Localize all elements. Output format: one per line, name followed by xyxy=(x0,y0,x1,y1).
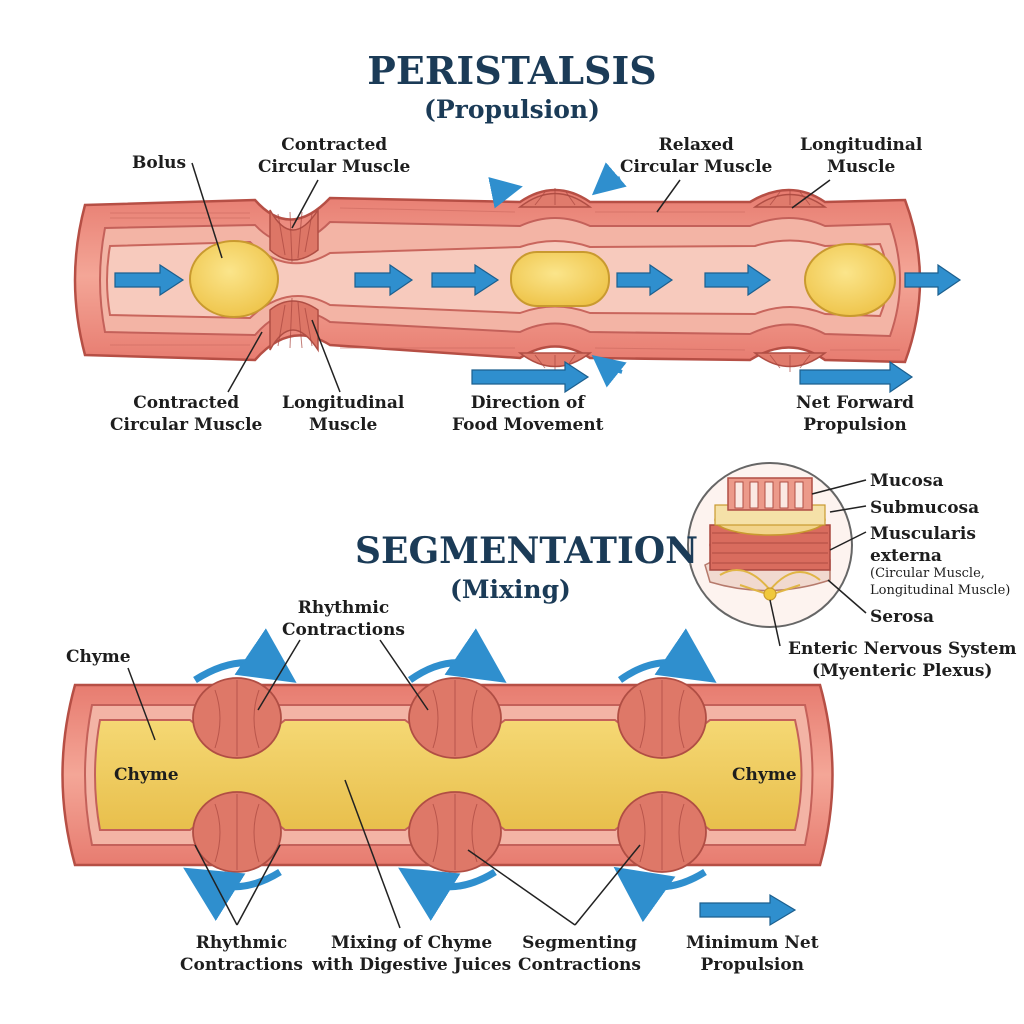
label-chyme-left: Chyme xyxy=(114,765,179,785)
label-chyme-top: Chyme xyxy=(66,647,131,667)
minimum-net-arrow xyxy=(699,893,797,927)
segmentation-subtitle: (Mixing) xyxy=(450,575,571,604)
label-submucosa: Submucosa xyxy=(870,498,980,518)
label-bolus: Bolus xyxy=(132,153,187,173)
segmentation-title: SEGMENTATION xyxy=(355,530,699,572)
label-muscularis: Muscularis externa xyxy=(870,524,976,566)
segmentation-leader-lines xyxy=(127,639,641,929)
bolus-1 xyxy=(189,240,279,318)
label-minimum-net: Minimum Net Propulsion xyxy=(686,933,819,975)
peristalsis-tube xyxy=(73,162,962,394)
label-serosa: Serosa xyxy=(870,607,934,627)
label-segmenting: Segmenting Contractions xyxy=(518,933,641,975)
label-longitudinal-bottom: Longitudinal Muscle xyxy=(282,393,405,435)
segmentation-tube xyxy=(61,628,834,929)
label-muscularis-detail: (Circular Muscle, Longitudinal Muscle) xyxy=(870,566,1011,598)
peristalsis-title: PERISTALSIS xyxy=(367,48,657,93)
label-mixing: Mixing of Chyme with Digestive Juices xyxy=(312,933,512,975)
label-contracted-circular-bottom: Contracted Circular Muscle xyxy=(110,393,263,435)
label-longitudinal-top: Longitudinal Muscle xyxy=(800,135,923,177)
segmentation-bulb-striations xyxy=(214,680,685,870)
label-contracted-circular-top: Contracted Circular Muscle xyxy=(258,135,411,177)
bolus-2 xyxy=(510,251,610,307)
label-net-forward: Net Forward Propulsion xyxy=(796,393,915,435)
peristalsis-muscle-bulge-1 xyxy=(517,188,593,372)
label-enteric: Enteric Nervous System (Myenteric Plexus… xyxy=(788,639,1017,681)
label-chyme-right: Chyme xyxy=(732,765,797,785)
label-mucosa: Mucosa xyxy=(870,471,944,491)
peristalsis-flow-arrows xyxy=(114,263,962,394)
label-rhythmic-top: Rhythmic Contractions xyxy=(282,598,405,640)
label-direction-food: Direction of Food Movement xyxy=(452,393,604,435)
label-relaxed-circular: Relaxed Circular Muscle xyxy=(620,135,773,177)
peristalsis-muscle-bulge-2 xyxy=(752,190,828,372)
segmentation-curved-arrows xyxy=(183,628,717,923)
peristalsis-subtitle: (Propulsion) xyxy=(424,95,600,124)
peristalsis-curved-arrows xyxy=(488,162,627,388)
wall-layers-inset xyxy=(687,462,867,647)
peristalsis-leader-lines xyxy=(191,162,831,393)
label-rhythmic-bottom: Rhythmic Contractions xyxy=(180,933,303,975)
bolus-3 xyxy=(804,243,896,317)
peristalsis-contraction-band xyxy=(269,207,319,353)
